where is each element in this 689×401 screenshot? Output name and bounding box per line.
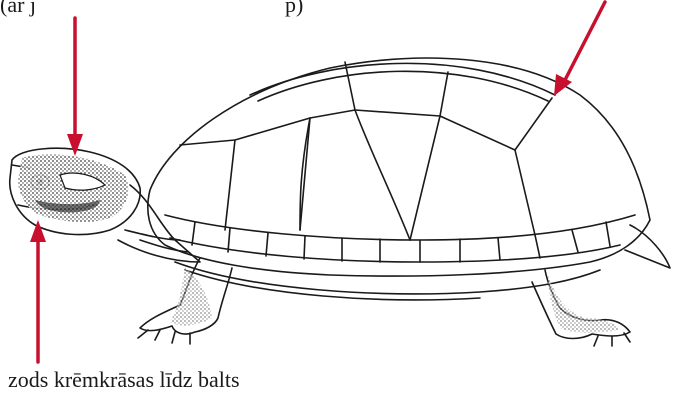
partial-label-top: (ar j p) [0,0,303,16]
partial-label-left: (ar j [0,0,36,17]
partial-label-right: p) [285,0,303,17]
arrow-head-marking [67,18,83,156]
arrow-chin [30,220,46,362]
neck [118,185,200,262]
shell-outline [148,58,650,276]
tail [625,225,670,268]
chin-label: zods krēmkrāsas līdz balts [8,369,240,391]
scute-line [300,62,355,230]
arrow-shell-rim [554,2,605,96]
